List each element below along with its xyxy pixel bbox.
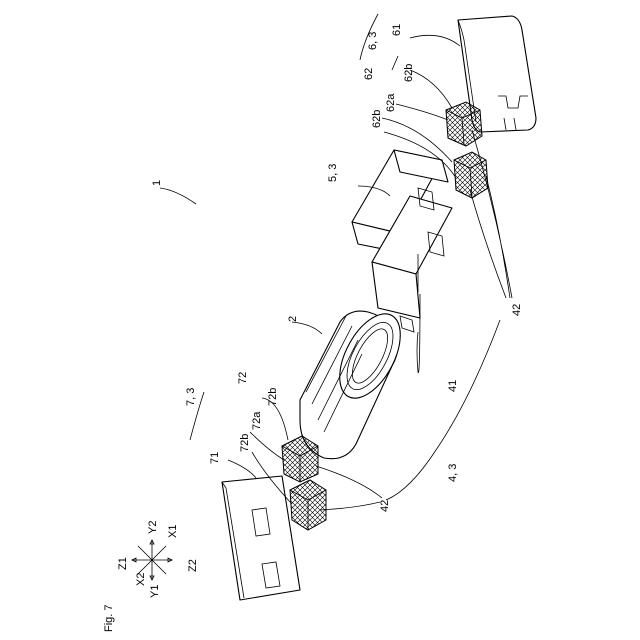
label-bottom-clip-b1: 72b xyxy=(267,388,279,406)
bottom-cover-body xyxy=(222,476,300,600)
axis-label-x1: X1 xyxy=(167,525,179,538)
label-bottom-cover-body: 71 xyxy=(209,452,221,464)
label-top-clip-b1: 62b xyxy=(403,64,415,82)
label-top-clip-b2: 62b xyxy=(371,110,383,128)
label-bottom-clip: 72 xyxy=(237,372,249,384)
label-top-clip-a: 62a xyxy=(385,93,397,112)
label-bottom-cover: 7, 3 xyxy=(185,388,197,406)
axis-label-z2: Z2 xyxy=(187,559,199,572)
label-bottom-clip-b2: 72b xyxy=(239,434,251,452)
bottom-clip-upper xyxy=(282,436,318,482)
top-clip-upper xyxy=(446,102,482,146)
label-top-clip: 62 xyxy=(363,68,375,80)
label-coil: 2 xyxy=(287,316,299,322)
label-gap-pads-bottom: 42 xyxy=(379,500,391,512)
bottom-clip-lower xyxy=(290,480,326,530)
top-clip-lower xyxy=(454,152,488,198)
label-top-cover-body: 61 xyxy=(391,24,403,36)
label-gap-pads-top: 42 xyxy=(511,304,523,316)
label-top-cover: 6, 3 xyxy=(367,32,379,50)
axis-label-y1: Y1 xyxy=(149,585,161,598)
label-inner-core: 41 xyxy=(447,380,459,392)
axis-label-y2: Y2 xyxy=(147,521,159,534)
figure-title: Fig. 7 xyxy=(103,604,115,632)
axis-label-x2: X2 xyxy=(135,573,147,586)
label-assembly: 1 xyxy=(151,180,163,186)
axis-label-z1: Z1 xyxy=(117,557,129,570)
label-bottom-clip-a: 72a xyxy=(251,411,263,430)
label-core-assembly: 4, 3 xyxy=(447,464,459,482)
coil xyxy=(300,304,413,459)
label-upper-frame: 5, 3 xyxy=(327,164,339,182)
